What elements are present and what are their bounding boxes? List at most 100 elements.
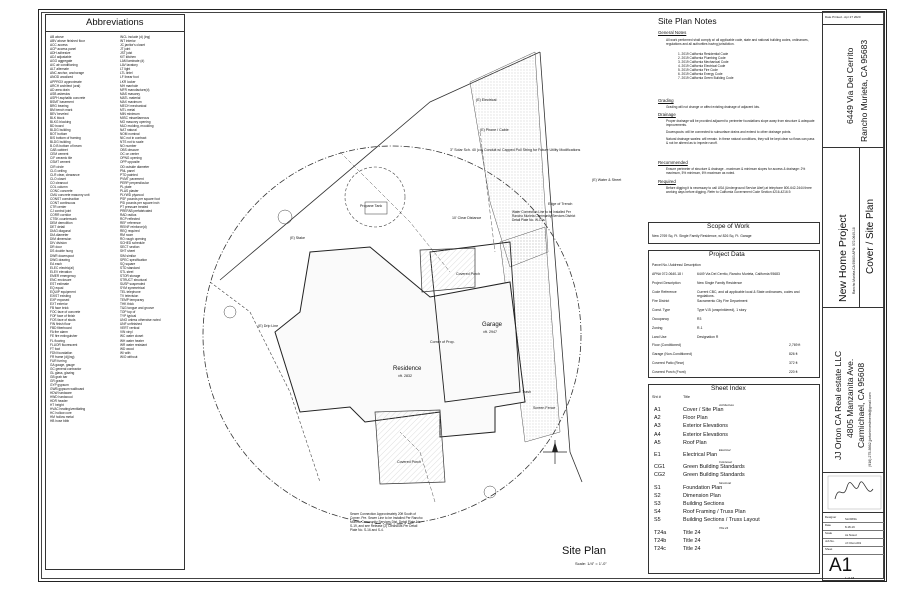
abbreviation-entry: CIR circle (50, 164, 64, 169)
abbreviation-entry: FOF face of finish (50, 314, 76, 319)
abbreviation-entry: ELEV elevation (50, 269, 72, 274)
abbreviation-entry: DEM demolition (50, 221, 73, 226)
abbreviation-entry: PTD painted (120, 172, 138, 177)
covered-porch-bottom (374, 409, 446, 485)
abbreviation-entry: SCHED schedule (120, 241, 145, 246)
sheet-index-number: E1 (654, 452, 661, 458)
abbreviation-entry: HB hose bibb (50, 419, 70, 424)
sheet-index-title: Sheet Index (711, 385, 746, 392)
abbreviation-entry: CLG ceiling (50, 168, 67, 173)
abbreviation-entry: KIT kitchen (120, 55, 136, 60)
abbreviation-entry: TV television (120, 294, 139, 298)
company-contact: (916) 275-8662 jjortoninvestments@gmail.… (868, 392, 872, 467)
abbreviation-entry: CLR clear, clearance (50, 172, 80, 177)
sheet-border (38, 9, 887, 582)
abbreviation-entry: DIV division (50, 241, 67, 246)
abbreviation-entry: CSMT cement (50, 160, 71, 165)
abbreviation-entry: HWD hardwood (50, 395, 73, 400)
abbreviation-entry: SQ square (120, 261, 136, 266)
abbreviation-entry: PLAS plaster (120, 188, 139, 193)
abbreviation-entry: C/F ceramic tile (50, 156, 73, 161)
abbreviation-entry: PERP perpendicular (120, 180, 149, 185)
abbreviation-entry: BM bench mark (50, 107, 73, 112)
residence-area: ±ft. 2832 (398, 374, 412, 378)
code-list-item: 6. 2019 California Energy Code (678, 72, 723, 76)
site-address-line-2: Rancho Murieta, CA 95683 (859, 39, 869, 142)
residence-footprint (274, 246, 526, 438)
drainage-item: Proper drainage will be provided adjacen… (666, 119, 815, 127)
sheet-index-title: Dimension Plan (683, 492, 721, 499)
abbreviations-divider (46, 31, 184, 32)
sheet-index-number: CG2 (654, 472, 666, 479)
abbreviation-entry: EXIST existing (50, 294, 71, 298)
tb-field-value: SLORNG (845, 517, 857, 521)
abbreviation-entry: BSMT basement (50, 99, 74, 104)
abbreviation-entry: CJ control joint (50, 209, 72, 214)
abbreviation-entry: ENC enclosure (50, 277, 72, 282)
tb-divider-6 (823, 512, 884, 513)
abbreviation-entry: MAS masonry (120, 91, 141, 96)
north-arrow (543, 440, 567, 464)
sheet-index-title: Title 24 (683, 537, 701, 544)
abbreviation-entry: UNF unfinished (120, 322, 142, 327)
abbreviation-entry: HT height (50, 403, 64, 408)
project-data-title: Project Data (709, 251, 745, 258)
abbreviation-entry: STL steel (120, 269, 134, 274)
abbreviation-entry: EXT exterior (50, 302, 68, 307)
abbreviation-entry: STD standard (120, 265, 140, 270)
abbreviation-entry: REQ required (120, 229, 140, 234)
abbreviation-entry: GWB gypsum wallboard (50, 387, 85, 392)
drainage-heading: Drainage (658, 112, 676, 117)
sheet-index-number: S2 (654, 492, 661, 499)
sheet-index-title: Building Sections (683, 501, 725, 507)
abbreviation-entry: ACP access panel (50, 47, 76, 52)
sheet-index-title: Title 24 (683, 529, 701, 536)
sheet-index-col-sheet: Sht # (652, 395, 661, 399)
abbreviation-entry: BLDG building (50, 128, 71, 133)
abbreviation-entry: OD outside diameter (120, 164, 150, 169)
required-text: Before digging it is necessary to call U… (666, 186, 812, 194)
abbreviation-entry: FLUOR fluorescent (50, 342, 78, 347)
abbreviation-entry: TEL telephone (120, 289, 141, 294)
abbreviation-entry: REINF reinforce(d) (120, 225, 147, 230)
abbreviation-entry: A/C air conditioning (50, 63, 78, 68)
abbreviation-entry: SECT section (120, 245, 140, 250)
sheet-index-number: T24a (654, 529, 667, 536)
abbreviation-entry: FR frame (d)(ing) (50, 354, 75, 359)
abbreviation-entry: DIAG diagonal (50, 229, 71, 234)
sheet-index-title: Building Sections / Truss Layout (683, 517, 760, 524)
project-data-value: 6449 Via Del Cerrito, Rancho Murieta, Ca… (697, 272, 780, 276)
project-data-key: Land Use (652, 335, 667, 339)
sheet-index-number: A3 (654, 423, 661, 430)
notes-title: Site Plan Notes (658, 16, 717, 26)
abbreviation-entry: HVAC heating/ventilating (50, 407, 86, 412)
abbreviation-entry: HC hollow core (50, 411, 72, 416)
area-key: Garage (Non-Conditioned) (652, 352, 692, 356)
abbreviation-entry: T&G tongue and groove (120, 306, 155, 311)
project-data-value: Current CBC, and all applicable local & … (697, 290, 800, 298)
project-data-value: Sacramento City Fire Department (697, 299, 748, 303)
abbreviation-entry: PLYWD plywood (120, 192, 144, 197)
abbreviation-entry: WC water closet (120, 334, 144, 339)
abbreviation-entry: DS double hung (50, 249, 73, 254)
drip-line-label: (E) Drip Line (258, 324, 279, 328)
project-data-key: APN# 072-0640-18 / (652, 272, 683, 276)
abbreviation-entry: LF linear foot (120, 75, 139, 80)
tb-field-label: Date (825, 523, 831, 527)
abbreviation-entry: OPNG opening (120, 156, 142, 161)
sheet-index-number: CG1 (654, 464, 666, 471)
residence-label: Residence (393, 366, 422, 372)
abbreviation-entry: WH water heater (120, 338, 144, 343)
covered-porch-bottom-label: Covered Porch (397, 460, 421, 464)
abbreviation-entry: PSF pounds per square foot (120, 196, 160, 201)
abbreviation-entry: FOS face of studs (50, 318, 76, 323)
abbreviation-entry: STOR storage (120, 273, 141, 278)
required-heading: Required (658, 179, 676, 184)
sheet-index-number: S5 (654, 517, 661, 524)
sheet-index-number: T24c (654, 546, 666, 552)
tb-field-label: Sheet (825, 547, 833, 551)
drainage-item: Downspouts: will be connected to subsurf… (666, 130, 792, 134)
project-name: New Home Project (837, 214, 849, 302)
abbreviation-entry: RCP reflected (120, 217, 140, 222)
sheet-index-group: Structural (719, 480, 731, 485)
